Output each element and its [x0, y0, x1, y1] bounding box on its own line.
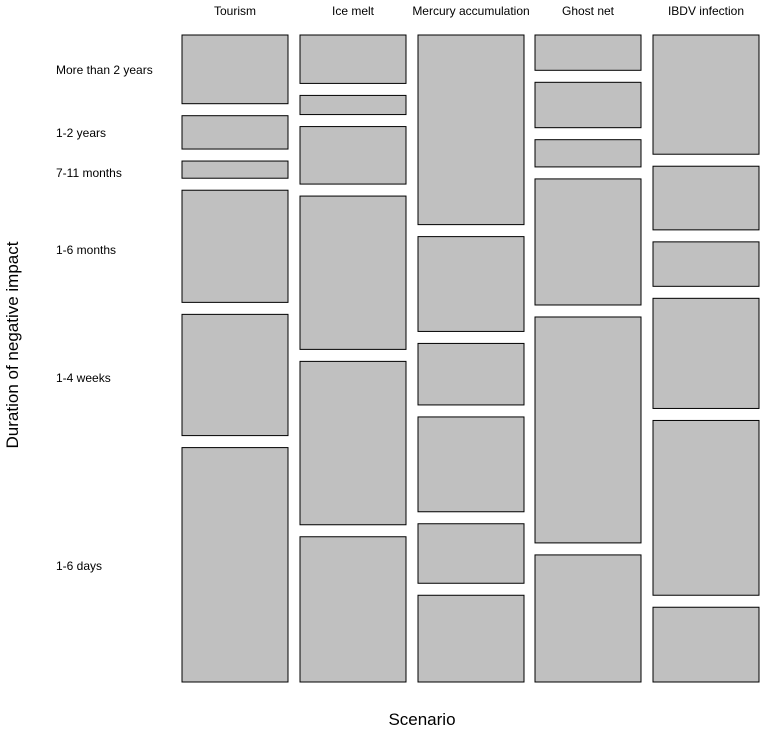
mosaic-cell	[417, 523, 525, 584]
column-label: IBDV infection	[668, 4, 744, 18]
mosaic-cell	[534, 81, 642, 129]
mosaic-cell	[534, 178, 642, 306]
mosaic-cell	[299, 126, 407, 185]
mosaic-cell	[181, 34, 289, 105]
mosaic-cell	[299, 536, 407, 683]
column-label: Ice melt	[332, 4, 375, 18]
mosaic-cell	[534, 316, 642, 544]
mosaic-cell	[652, 34, 760, 155]
mosaic-cell	[299, 360, 407, 526]
row-label: 1-6 days	[56, 559, 102, 573]
row-label: 1-6 months	[56, 243, 116, 257]
mosaic-cell	[181, 160, 289, 179]
row-label: 1-4 weeks	[56, 371, 111, 385]
mosaic-cell	[417, 236, 525, 332]
mosaic-cell	[652, 419, 760, 596]
row-label: 1-2 years	[56, 126, 106, 140]
mosaic-cell	[652, 606, 760, 683]
mosaic-cell	[299, 94, 407, 116]
mosaic-cell	[181, 447, 289, 683]
mosaic-cell	[181, 189, 289, 303]
mosaic-cell	[652, 165, 760, 231]
mosaic-cell	[534, 34, 642, 71]
y-axis-title: Duration of negative impact	[3, 241, 22, 448]
mosaic-cell	[652, 297, 760, 409]
mosaic-cell	[534, 554, 642, 683]
mosaic-cell	[299, 34, 407, 84]
mosaic-cell	[417, 594, 525, 683]
mosaic-cell	[299, 195, 407, 350]
column-label: Ghost net	[562, 4, 615, 18]
x-axis-title: Scenario	[388, 710, 455, 729]
mosaic-cell	[417, 342, 525, 406]
mosaic-cell	[181, 313, 289, 437]
column-label: Mercury accumulation	[412, 4, 529, 18]
mosaic-cell	[181, 115, 289, 150]
mosaic-cell	[534, 139, 642, 168]
mosaic-cell	[417, 416, 525, 513]
column-label: Tourism	[214, 4, 256, 18]
mosaic-cell	[417, 34, 525, 226]
row-label: 7-11 months	[56, 166, 122, 180]
row-label: More than 2 years	[56, 63, 153, 77]
mosaic-cell	[652, 241, 760, 287]
